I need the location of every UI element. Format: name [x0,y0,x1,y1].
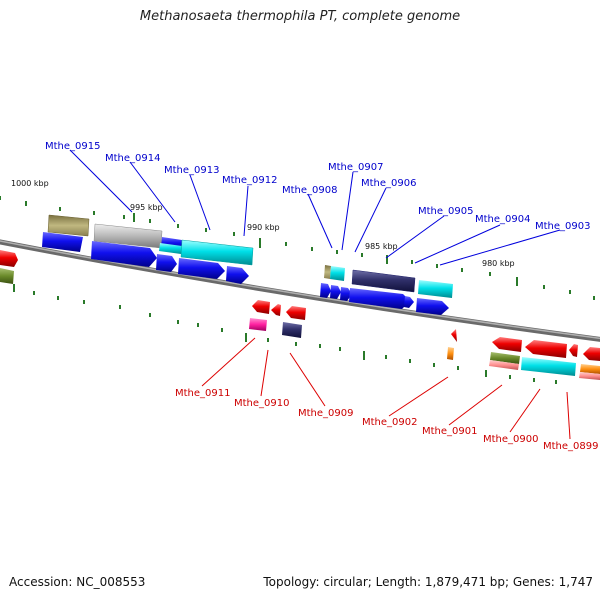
feature-navy-0909[interactable] [282,322,302,338]
gene-label-mthe-0903[interactable]: Mthe_0903 [535,221,591,232]
cds-forward-0913a[interactable] [156,254,177,272]
cds-reverse-0901[interactable] [492,337,522,352]
cds-reverse-0900a[interactable] [525,340,567,358]
cds-reverse-0899[interactable] [583,347,600,361]
feature-olive-0915[interactable] [47,214,90,237]
gene-label-mthe-0905[interactable]: Mthe_0905 [418,206,474,217]
gene-label-mthe-0910[interactable]: Mthe_0910 [234,398,290,409]
feature-olive-0908[interactable] [324,265,331,279]
cds-reverse-0902[interactable] [451,329,457,342]
gene-label-mthe-0904[interactable]: Mthe_0904 [475,214,531,225]
feature-pink-0899[interactable] [579,372,600,380]
feature-navy-0906[interactable] [351,269,416,293]
cds-forward-0908a[interactable] [320,283,331,298]
accession-text: Accession: NC_008553 [9,575,146,589]
cds-forward-0907[interactable] [340,287,352,301]
scale-label-995: 995 kbp [130,203,163,212]
genome-backbone-highlight [0,240,600,340]
gene-label-mthe-0900[interactable]: Mthe_0900 [483,434,539,445]
gene-label-mthe-0909[interactable]: Mthe_0909 [298,408,354,419]
lower-ticks [13,284,557,384]
feature-orange-0902[interactable] [447,347,454,360]
gene-label-mthe-0915[interactable]: Mthe_0915 [45,141,101,152]
feature-cyan-0912[interactable] [180,239,254,266]
top-leader-lines [69,149,561,266]
feature-green-0901[interactable] [490,352,520,364]
gene-label-mthe-0911[interactable]: Mthe_0911 [175,388,231,399]
genome-backbone [0,239,600,342]
cds-forward-0905[interactable] [416,298,449,315]
feature-cyan-0905[interactable] [418,280,453,298]
cds-forward-0914[interactable] [91,241,157,267]
gene-label-mthe-0908[interactable]: Mthe_0908 [282,185,338,196]
scale-label-985: 985 kbp [365,242,398,251]
scale-label-990: 990 kbp [247,223,280,232]
gene-label-mthe-0906[interactable]: Mthe_0906 [361,178,417,189]
cds-forward-0908b[interactable] [330,285,341,299]
gene-label-mthe-0902[interactable]: Mthe_0902 [362,417,418,428]
cds-forward-0906-tip[interactable] [404,296,414,308]
map-title: Methanosaeta thermophila PT, complete ge… [139,9,461,24]
gene-label-mthe-0912[interactable]: Mthe_0912 [222,175,278,186]
scale-label-980: 980 kbp [482,259,515,268]
gene-label-mthe-0914[interactable]: Mthe_0914 [105,153,161,164]
feature-cyan-0907[interactable] [330,266,345,281]
cds-reverse-0911b[interactable] [271,304,281,316]
scale-label-1000: 1000 kbp [11,179,49,188]
feature-pink-0901[interactable] [489,360,519,370]
gene-label-mthe-0913[interactable]: Mthe_0913 [164,165,220,176]
cds-reverse-left-edge[interactable] [0,250,18,267]
feature-green-left-edge[interactable] [0,268,14,284]
feature-cyan-0900[interactable] [521,357,576,376]
feature-magenta-0911[interactable] [249,318,267,331]
cds-reverse-0911a[interactable] [252,300,270,314]
gene-label-mthe-0907[interactable]: Mthe_0907 [328,162,384,173]
cds-reverse-0900b[interactable] [569,344,578,357]
gene-label-mthe-0901[interactable]: Mthe_0901 [422,426,478,437]
gene-label-mthe-0899[interactable]: Mthe_0899 [543,441,599,452]
cds-forward-0913b[interactable] [178,258,225,279]
feature-orange-0899[interactable] [580,364,600,374]
cds-forward-0906[interactable] [349,288,410,309]
cds-forward-0915[interactable] [42,232,83,252]
upper-ticks [0,196,595,300]
feature-cyan-0913[interactable] [159,243,182,254]
cds-reverse-0910[interactable] [286,306,306,320]
genome-summary-text: Topology: circular; Length: 1,879,471 bp… [263,575,593,589]
bottom-leader-lines [201,337,571,440]
cds-forward-0912[interactable] [226,266,249,284]
